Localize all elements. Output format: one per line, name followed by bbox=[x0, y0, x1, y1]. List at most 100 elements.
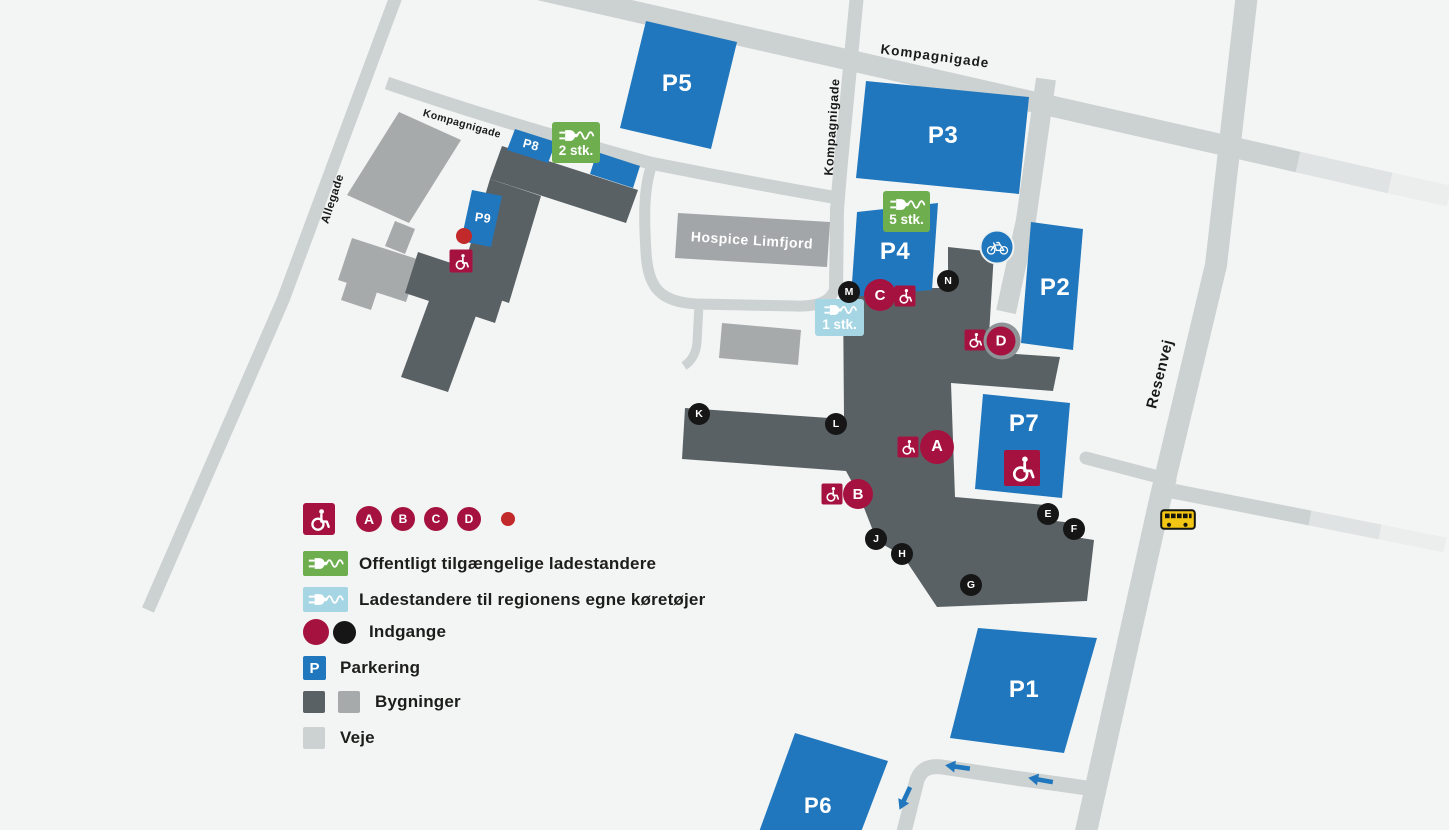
charger-regional: 1 stk. bbox=[815, 299, 864, 336]
road-swatch bbox=[303, 727, 325, 749]
legend-row-parking: P Parkering bbox=[303, 656, 420, 680]
road-south-loop bbox=[896, 759, 1107, 830]
parking-areas-group bbox=[461, 21, 1097, 830]
road-kompagnigade-top-fade2 bbox=[1387, 172, 1449, 207]
arrow-left-1 bbox=[945, 760, 971, 773]
parking-area-p1 bbox=[950, 628, 1097, 753]
road-resenvej bbox=[1075, 0, 1258, 830]
arrow-down bbox=[898, 786, 913, 810]
parking-area-p3 bbox=[856, 81, 1029, 194]
parking-label-p2: P2 bbox=[1039, 274, 1071, 301]
entrance-n-marker: N bbox=[937, 270, 959, 292]
direction-arrows-group bbox=[898, 760, 1054, 810]
building-south-of-hospice bbox=[719, 323, 801, 365]
road-kompagnigade-west bbox=[384, 76, 834, 204]
road-east-branch-fade2 bbox=[1378, 524, 1447, 553]
legend-entrance-dot bbox=[501, 512, 515, 526]
entrance-g-marker: G bbox=[960, 574, 982, 596]
parking-area-p8 bbox=[507, 129, 556, 163]
entrance-f-marker: F bbox=[1063, 518, 1085, 540]
building-hospice bbox=[675, 213, 830, 267]
legend-red-entrance-icon bbox=[303, 619, 329, 645]
parking-label-p5: P5 bbox=[661, 70, 693, 97]
plug-icon bbox=[559, 129, 595, 141]
wheelchair-icon-p7 bbox=[1004, 450, 1040, 486]
entrance-j-marker: J bbox=[865, 528, 887, 550]
wheelchair-icon bbox=[964, 329, 986, 351]
bike-parking-icon bbox=[979, 229, 1015, 265]
legend-roads-label: Veje bbox=[340, 728, 375, 747]
parking-area-p7 bbox=[975, 394, 1070, 498]
building-west-light-3 bbox=[341, 273, 380, 310]
entrance-b-marker: B bbox=[843, 479, 873, 509]
light-building-swatch bbox=[338, 691, 360, 713]
road-kompagnigade-top-fade bbox=[1295, 151, 1393, 194]
building-west-dark-bar bbox=[490, 146, 638, 223]
public-charger-icon bbox=[303, 551, 348, 576]
road-p7-stub bbox=[1079, 451, 1177, 487]
entrance-c-marker: C bbox=[864, 279, 896, 311]
dark-building-swatch bbox=[303, 691, 325, 713]
entrance-m-marker: M bbox=[838, 281, 860, 303]
plug-icon bbox=[823, 304, 857, 316]
parking-label-p4: P4 bbox=[879, 238, 911, 265]
plug-icon bbox=[889, 198, 925, 210]
dark-buildings-group bbox=[401, 146, 1094, 607]
legend-entrance-b: B bbox=[391, 507, 415, 531]
entrance-e-marker: E bbox=[1037, 503, 1059, 525]
legend-entrance-a: A bbox=[356, 506, 382, 532]
entrance-h-marker: H bbox=[891, 543, 913, 565]
parking-label-p9: P9 bbox=[473, 209, 493, 227]
wheelchair-icon bbox=[894, 285, 916, 307]
roads-group bbox=[142, 0, 1449, 830]
parking-label-p7: P7 bbox=[1008, 410, 1040, 437]
legend-public-chargers-label: Offentligt tilgængelige ladestandere bbox=[359, 553, 657, 573]
light-buildings-group bbox=[338, 112, 801, 365]
legend-regional-chargers-label: Ladestandere til regionens egne køretøje… bbox=[359, 589, 706, 609]
road-p3-p2 bbox=[996, 77, 1056, 315]
building-west-dark-arm bbox=[401, 298, 477, 392]
building-west-light-1 bbox=[347, 112, 461, 223]
legend-buildings-label: Bygninger bbox=[375, 692, 461, 711]
wheelchair-icon bbox=[303, 503, 335, 535]
legend-row-public-chargers: Offentligt tilgængelige ladestandere bbox=[303, 551, 656, 576]
road-east-branch-fade bbox=[1308, 510, 1382, 540]
legend-black-entrance-icon bbox=[333, 620, 356, 644]
entrance-k-marker: K bbox=[688, 403, 710, 425]
legend-entrance-d: D bbox=[457, 507, 481, 531]
road-east-branch bbox=[1160, 481, 1312, 526]
legend-parking-label: Parkering bbox=[340, 658, 421, 677]
legend-entrances-label: Indgange bbox=[369, 622, 447, 641]
entrance-d-marker: D bbox=[986, 326, 1016, 356]
legend-entrance-c: C bbox=[424, 507, 448, 531]
entrance-l-marker: L bbox=[825, 413, 847, 435]
road-kompagnigade-top bbox=[537, 0, 1301, 173]
parking-area-p8-east bbox=[590, 152, 640, 188]
legend-row-entrances: Indgange bbox=[303, 619, 446, 645]
wheelchair-icon bbox=[821, 483, 843, 505]
charger-count: 5 stk. bbox=[889, 211, 924, 227]
building-west-light-stem bbox=[385, 221, 415, 254]
building-west-dark-stub bbox=[490, 276, 514, 295]
charger-public-west: 2 stk. bbox=[552, 122, 600, 163]
entrance-dot bbox=[456, 228, 472, 244]
legend-row-roads: Veje bbox=[303, 727, 375, 749]
parking-label-p1: P1 bbox=[1008, 676, 1040, 703]
regional-charger-icon bbox=[303, 587, 348, 612]
parking-area-p5 bbox=[620, 21, 737, 149]
parking-label-p6: P6 bbox=[804, 793, 832, 818]
wheelchair-icon bbox=[897, 436, 919, 458]
building-west-dark-column bbox=[458, 179, 541, 303]
road-allegade bbox=[142, 0, 402, 613]
arrow-left-2 bbox=[1028, 773, 1054, 786]
road-kompagnigade-vertical bbox=[829, 0, 864, 291]
charger-count: 2 stk. bbox=[558, 142, 594, 158]
legend-row-buildings: Bygninger bbox=[303, 691, 461, 713]
legend-row-regional-chargers: Ladestandere til regionens egne køretøje… bbox=[303, 587, 705, 612]
building-west-dark-cross bbox=[405, 252, 508, 323]
legend-row-access-entrances: A B C D bbox=[303, 503, 515, 535]
parking-sign-icon: P bbox=[303, 656, 326, 680]
parking-area-p6 bbox=[759, 733, 888, 830]
